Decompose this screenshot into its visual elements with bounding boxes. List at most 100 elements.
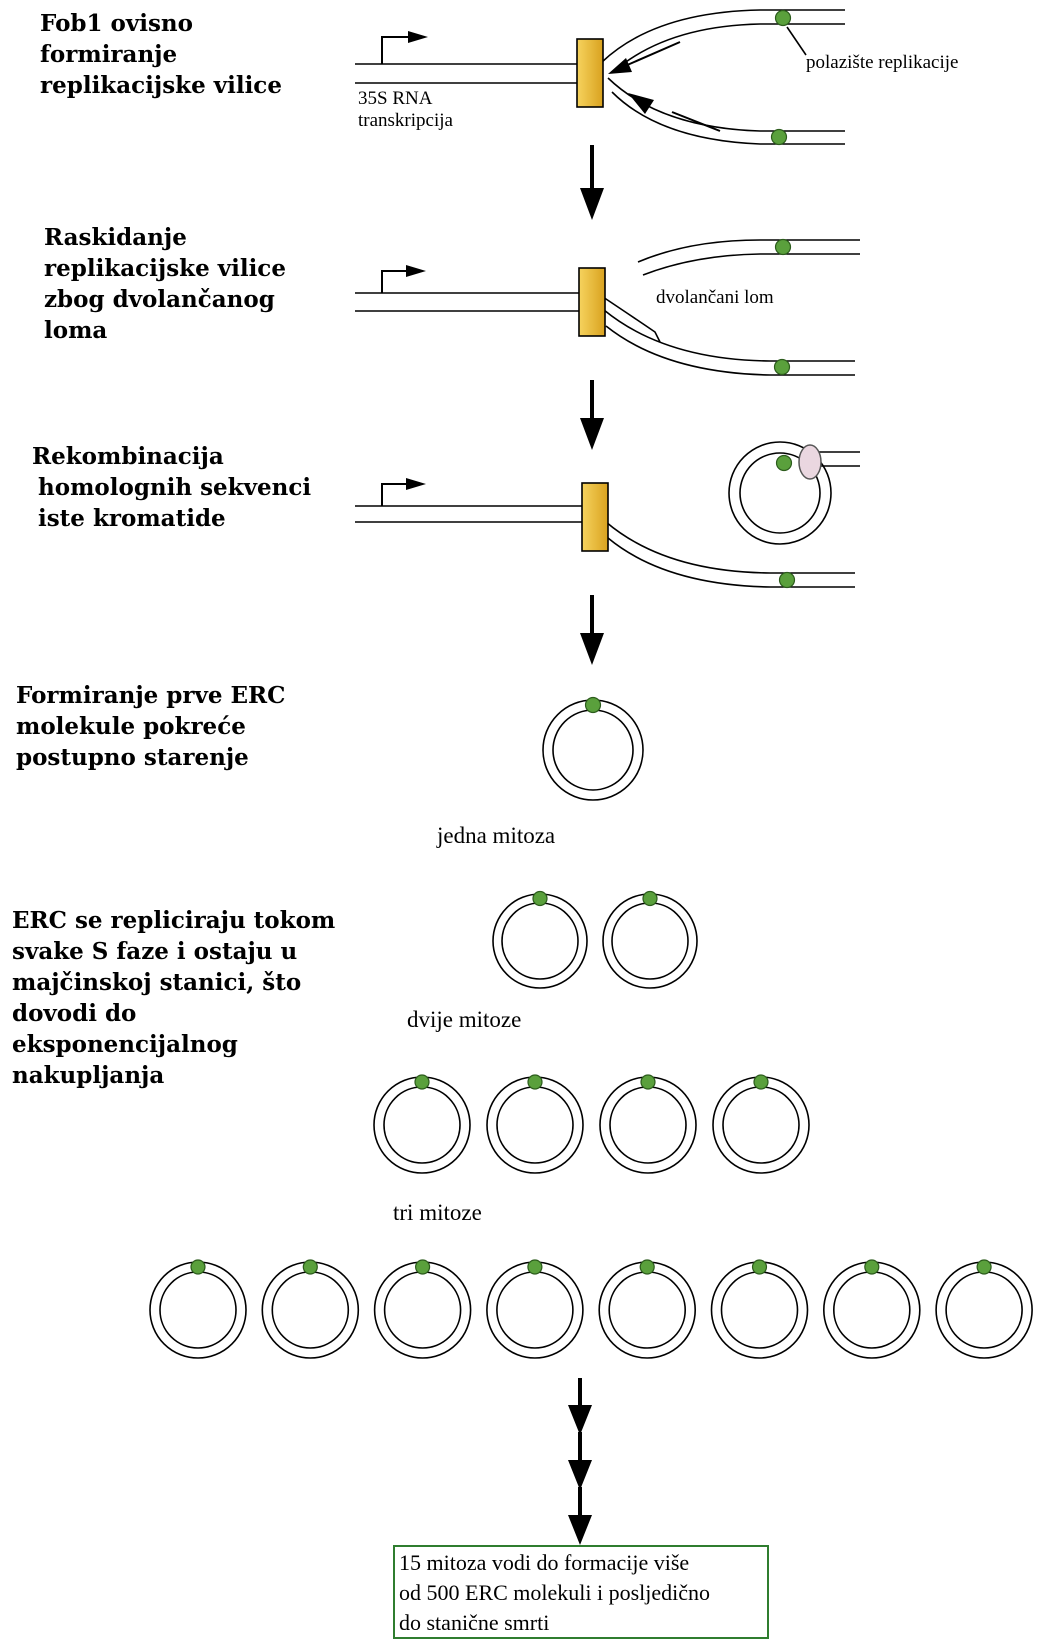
mitosis-label-three: tri mitoze bbox=[393, 1200, 482, 1225]
final-arrow-2-head bbox=[568, 1460, 592, 1490]
origin-label: polazište replikacije bbox=[806, 52, 959, 73]
mitosis-label-one: jedna mitoza bbox=[437, 823, 556, 848]
nascent-strand-arrowhead bbox=[628, 93, 654, 114]
final-note-line: od 500 ERC molekuli i posljedično bbox=[399, 1580, 711, 1605]
fob1-barrier-block bbox=[578, 267, 606, 337]
caption-line: loma bbox=[44, 317, 108, 344]
fork-arm-lower bbox=[607, 537, 855, 588]
erc-circle bbox=[486, 1074, 584, 1174]
fob1-barrier-block bbox=[576, 38, 604, 108]
erc-circle-rows bbox=[149, 890, 1033, 1359]
fork-arm-lower bbox=[607, 77, 845, 132]
step-arrow-3-head bbox=[580, 633, 604, 665]
replication-origin bbox=[527, 1074, 543, 1090]
transcription-start-arrow bbox=[381, 36, 412, 64]
caption-line: molekule pokreće bbox=[16, 713, 246, 740]
replication-origin bbox=[640, 1074, 656, 1090]
fork-arm-lower bbox=[611, 91, 845, 145]
caption-line: eksponencijalnog bbox=[12, 1031, 238, 1058]
panel-fork-formation bbox=[355, 9, 845, 146]
replication-origin bbox=[778, 571, 796, 589]
replication-origin bbox=[751, 1259, 768, 1275]
step-caption-fork-break: Raskidanje replikacijske vilice zbog dvo… bbox=[44, 222, 286, 346]
step-arrow-2-head bbox=[580, 418, 604, 450]
erc-circle bbox=[373, 1074, 471, 1174]
replication-origin bbox=[639, 1259, 655, 1275]
caption-line: iste kromatide bbox=[38, 505, 226, 532]
fork-arm-lower bbox=[605, 521, 855, 574]
final-arrow-3-head bbox=[568, 1515, 592, 1545]
caption-line: majčinskoj stanici, što bbox=[12, 969, 302, 996]
fork-barrier-arrow bbox=[624, 41, 681, 67]
replication-origin bbox=[774, 9, 792, 27]
caption-line: replikacijske vilice bbox=[44, 255, 286, 282]
panel-recombination bbox=[355, 441, 860, 589]
erc-circle bbox=[599, 1074, 697, 1174]
erc-circle-first bbox=[542, 696, 644, 801]
transcription-label-line: 35S RNA bbox=[358, 88, 433, 109]
fork-arm-lower bbox=[603, 309, 855, 362]
replication-origin bbox=[532, 890, 548, 907]
replication-origin bbox=[864, 1259, 880, 1275]
step-caption-recombination: Rekombinacija homolognih sekvenci iste k… bbox=[32, 441, 311, 534]
transcription-start-arrowhead bbox=[406, 265, 426, 277]
erc-circle bbox=[486, 1259, 584, 1359]
caption-line: Formiranje prve ERC bbox=[16, 682, 286, 709]
break-label: dvolančani lom bbox=[656, 287, 774, 308]
step-caption-first-erc: Formiranje prve ERC molekule pokreće pos… bbox=[16, 680, 285, 773]
replication-origin bbox=[976, 1259, 992, 1275]
erc-circle bbox=[261, 1259, 360, 1359]
origin-pointer bbox=[786, 26, 807, 56]
erc-circle bbox=[373, 1259, 472, 1359]
fob1-barrier-block bbox=[581, 482, 609, 552]
caption-line: svake S faze i ostaju u bbox=[12, 938, 298, 965]
erc-circle bbox=[935, 1259, 1033, 1359]
erc-circle bbox=[822, 1259, 921, 1359]
erc-circle bbox=[492, 890, 588, 989]
replication-origin bbox=[775, 454, 793, 472]
mitosis-label-two: dvije mitoze bbox=[407, 1007, 522, 1032]
recombining-circle bbox=[739, 452, 821, 534]
replication-origin bbox=[642, 890, 658, 907]
fork-barrier-arrowhead bbox=[608, 58, 632, 74]
final-note-line: do stanične smrti bbox=[399, 1610, 550, 1635]
step-arrow-1-head bbox=[580, 188, 604, 220]
fork-arm-lower bbox=[605, 325, 855, 376]
recombination-protein bbox=[798, 444, 822, 480]
transcription-label-line: transkripcija bbox=[358, 110, 453, 131]
replication-origin bbox=[415, 1259, 431, 1275]
erc-circle bbox=[712, 1074, 810, 1174]
caption-line: ERC se repliciraju tokom bbox=[12, 907, 336, 934]
transcription-start-arrowhead bbox=[408, 31, 428, 43]
caption-line: homolognih sekvenci bbox=[38, 474, 312, 501]
caption-line: formiranje bbox=[40, 41, 178, 68]
replication-origin bbox=[584, 696, 602, 714]
replication-origin bbox=[773, 358, 791, 376]
step-caption-fork-formation: Fob1 ovisno formiranje replikacijske vil… bbox=[40, 8, 282, 101]
transcription-start-arrow bbox=[381, 483, 410, 506]
caption-line: Rekombinacija bbox=[32, 443, 224, 470]
fork-arm-upper bbox=[601, 9, 845, 63]
erc-circle bbox=[149, 1259, 247, 1359]
erc-circle bbox=[710, 1259, 809, 1359]
final-arrow-1-head bbox=[568, 1405, 592, 1435]
caption-line: Raskidanje bbox=[44, 224, 187, 251]
transcription-start-arrow bbox=[381, 270, 410, 293]
replication-origin bbox=[753, 1074, 769, 1090]
erc-circle bbox=[598, 1259, 697, 1359]
recombining-circle bbox=[728, 441, 832, 545]
broken-arm-upper bbox=[642, 253, 860, 276]
caption-line: dovodi do bbox=[12, 1000, 137, 1027]
transcription-label: 35S RNA transkripcija bbox=[358, 88, 453, 132]
caption-line: replikacijske vilice bbox=[40, 72, 282, 99]
broken-strand-end bbox=[599, 294, 661, 343]
caption-line: zbog dvolančanog bbox=[44, 286, 275, 313]
replication-origin bbox=[190, 1259, 206, 1275]
caption-line: Fob1 ovisno bbox=[40, 10, 193, 37]
replication-origin bbox=[774, 238, 792, 256]
caption-line: nakupljanja bbox=[12, 1062, 165, 1089]
erc-circle bbox=[602, 890, 698, 989]
final-note-line: 15 mitoza vodi do formacije više bbox=[399, 1550, 690, 1575]
panel-fork-break bbox=[355, 238, 860, 376]
